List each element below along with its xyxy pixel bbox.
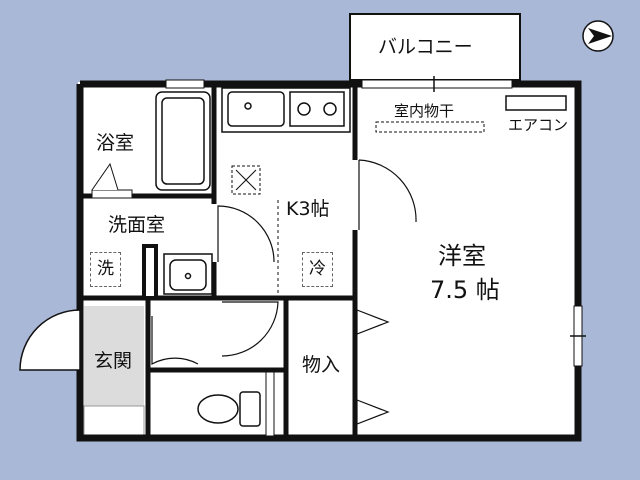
storage-label: 物入 [302, 354, 341, 376]
bath-label: 浴室 [96, 132, 135, 154]
western-room-size: 7.5 帖 [430, 276, 500, 304]
toilet-icon [197, 391, 261, 427]
indoor-drying-rail [375, 121, 485, 133]
kitchen-sink-icon [221, 87, 351, 133]
washroom-label: 洗面室 [108, 214, 166, 236]
entrance-label: 玄関 [94, 350, 133, 372]
aircon-label: エアコン [508, 116, 569, 134]
bath-door [91, 189, 133, 199]
western-door [358, 159, 417, 230]
balcony-area [349, 13, 521, 81]
indoor-drying-label: 室内物干 [394, 102, 455, 120]
kitchen-label: K3帖 [286, 198, 330, 220]
washroom-door [217, 205, 275, 263]
fridge-space-label: 冷 [302, 252, 333, 287]
entrance-hall-door [151, 316, 199, 366]
balcony-label: バルコニー [378, 36, 473, 58]
hall-door [221, 301, 279, 357]
bathtub-icon [155, 91, 211, 191]
north-arrow-icon [582, 20, 614, 52]
western-room-label: 洋室 [438, 242, 486, 270]
entrance-door [19, 309, 81, 371]
balcony-window [361, 79, 513, 89]
storage-doors [356, 309, 390, 425]
toilet-door [265, 371, 275, 437]
washbasin-icon [163, 253, 213, 295]
entrance-floor [84, 306, 144, 406]
washroom-pillar [142, 244, 158, 300]
interior-walls [80, 84, 358, 438]
washer-space-label: 洗 [90, 252, 121, 287]
entrance-step [83, 405, 145, 437]
bath-window [165, 79, 205, 89]
aircon-unit [505, 95, 567, 111]
vent-icon [231, 165, 261, 195]
